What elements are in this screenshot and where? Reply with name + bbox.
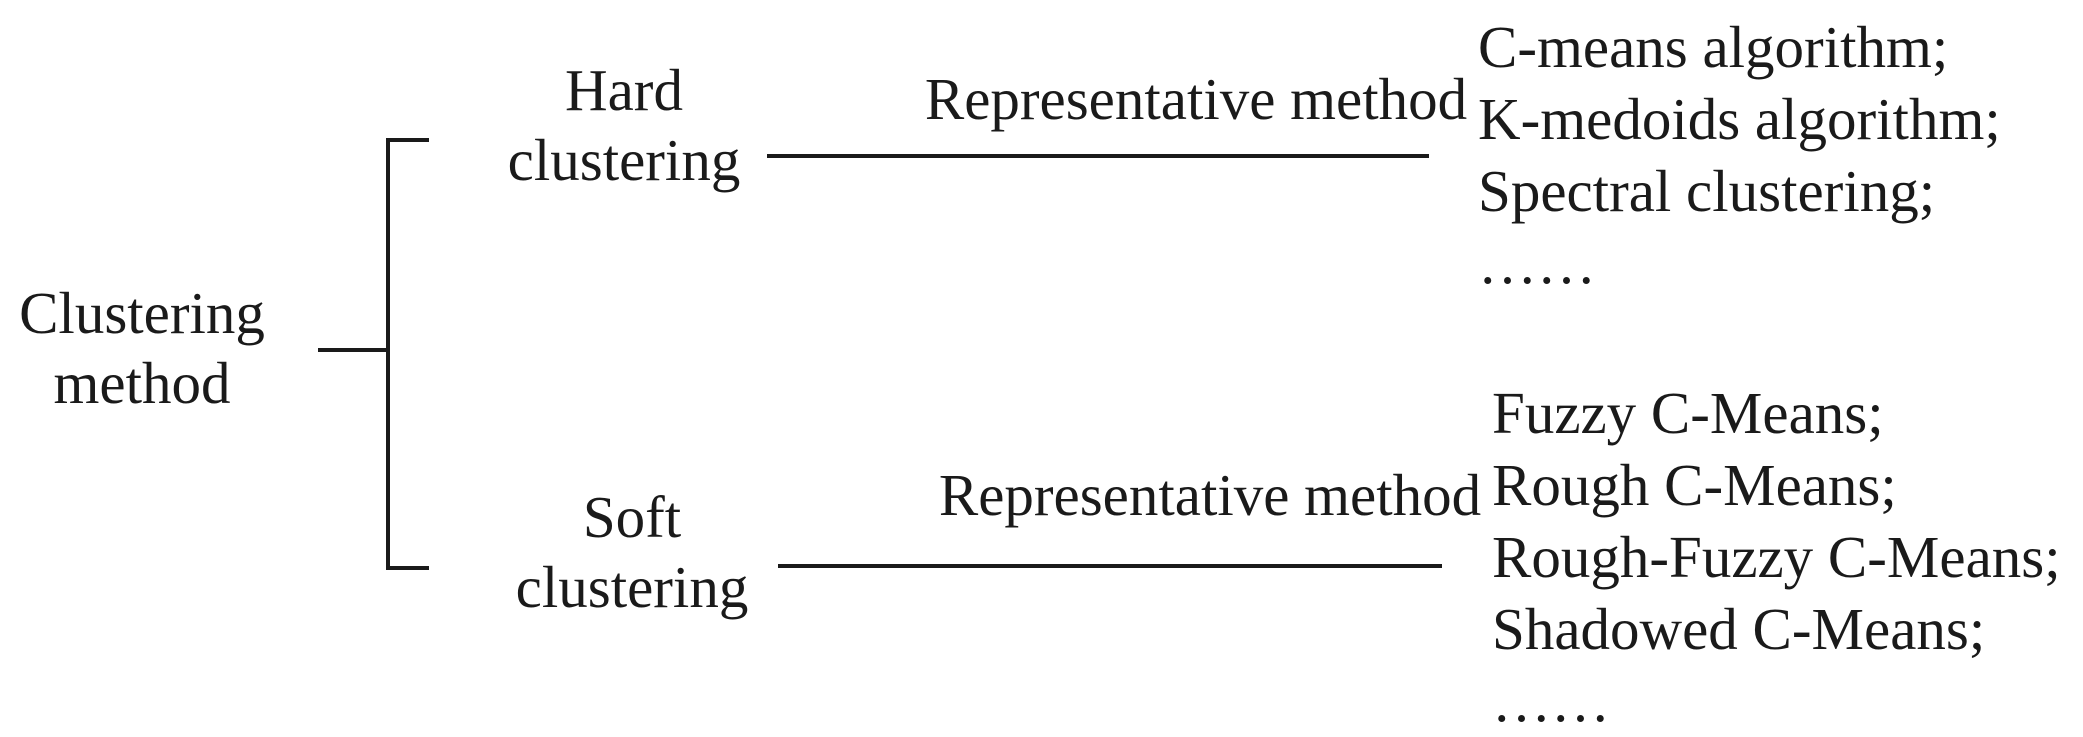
- hard-method-item: K-medoids algorithm;: [1478, 86, 2001, 152]
- bracket-vertical: [386, 138, 390, 570]
- hard-method-ellipsis: ……: [1478, 230, 1596, 296]
- root-node: Clustering method: [0, 278, 284, 418]
- hard-method-item: C-means algorithm;: [1478, 14, 1949, 80]
- soft-edge-line: [778, 564, 1442, 568]
- hard-edge-label: Representative method: [924, 66, 1468, 132]
- soft-clustering-line2: clustering: [515, 554, 749, 620]
- soft-methods-list: Fuzzy C-Means; Rough C-Means; Rough-Fuzz…: [1492, 377, 2061, 737]
- soft-method-item: Shadowed C-Means;: [1492, 596, 1986, 662]
- root-connector: [318, 348, 390, 352]
- hard-clustering-node: Hard clustering: [478, 55, 770, 195]
- hard-methods-list: C-means algorithm; K-medoids algorithm; …: [1478, 11, 2001, 299]
- root-label-line2: method: [53, 350, 231, 416]
- bracket-top-arm: [386, 138, 429, 142]
- soft-method-item: Rough-Fuzzy C-Means;: [1492, 524, 2061, 590]
- soft-edge-label: Representative method: [938, 462, 1482, 528]
- hard-edge-line: [767, 154, 1429, 158]
- soft-method-item: Fuzzy C-Means;: [1492, 380, 1884, 446]
- root-label-line1: Clustering: [19, 280, 265, 346]
- hard-clustering-line1: Hard: [565, 57, 683, 123]
- soft-method-item: Rough C-Means;: [1492, 452, 1897, 518]
- soft-clustering-line1: Soft: [582, 484, 682, 550]
- soft-method-ellipsis: ……: [1492, 668, 1610, 734]
- hard-clustering-line2: clustering: [507, 127, 741, 193]
- soft-clustering-node: Soft clustering: [486, 482, 778, 622]
- hard-method-item: Spectral clustering;: [1478, 158, 1936, 224]
- bracket-bottom-arm: [386, 566, 429, 570]
